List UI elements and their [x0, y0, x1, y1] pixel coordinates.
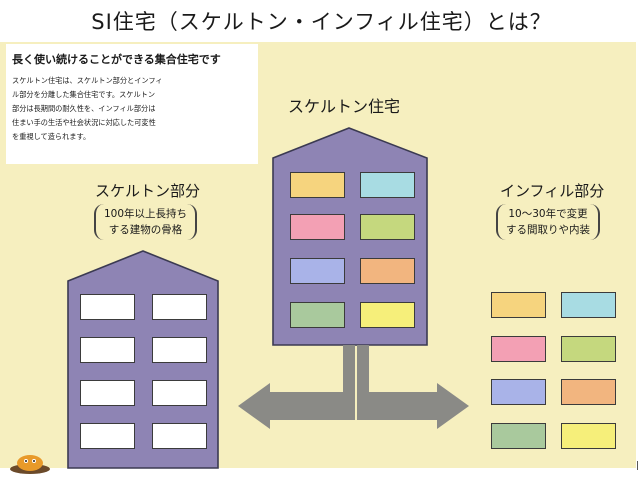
infill-block: [561, 292, 616, 318]
intro-line: ル部分を分離した集合住宅です。スケルトン: [12, 90, 156, 99]
infill-block: [491, 336, 546, 362]
infill-block: [491, 292, 546, 318]
skeleton-window: [152, 423, 207, 449]
intro-line: 住まい手の生活や社会状況に対応した可変性: [12, 118, 156, 127]
infill-block: [491, 379, 546, 405]
infill-block: [561, 336, 616, 362]
infill-block: [561, 423, 616, 449]
infill-window: [360, 214, 415, 240]
infill-note: 10〜30年で変更 する間取りや内装: [496, 204, 600, 240]
infill-window: [290, 302, 345, 328]
intro-heading: 長く使い続けることができる集合住宅です: [12, 53, 221, 66]
split-arrow-icon: [238, 345, 469, 429]
infill-window: [360, 172, 415, 198]
note-line: 10〜30年で変更: [508, 208, 588, 220]
left-building-note: 100年以上長持ち する建物の骨格: [94, 204, 198, 240]
skeleton-window: [152, 337, 207, 363]
slide-title: SI住宅（スケルトン・インフィル住宅）とは？: [91, 10, 552, 34]
left-building-label: スケルトン部分: [95, 182, 201, 200]
corner-mark: |: [636, 461, 640, 471]
mascot-logo-icon: [10, 455, 50, 474]
skeleton-window: [152, 380, 207, 406]
note-line: する建物の骨格: [108, 224, 183, 236]
skeleton-window: [80, 423, 135, 449]
infill-window: [290, 258, 345, 284]
infill-window: [290, 172, 345, 198]
infill-block: [491, 423, 546, 449]
infill-window: [360, 258, 415, 284]
arrow-right-icon: [357, 345, 469, 429]
arrow-left-icon: [238, 345, 355, 429]
intro-line: を重視して造られます。: [12, 132, 91, 141]
infill-window: [290, 214, 345, 240]
intro-box: [6, 44, 258, 164]
skeleton-window: [80, 294, 135, 320]
note-line: する間取りや内装: [506, 224, 590, 236]
intro-body: スケルトン住宅は、スケルトン部分とインフィ ル部分を分離した集合住宅です。スケル…: [12, 74, 252, 144]
note-line: 100年以上長持ち: [104, 208, 188, 220]
infill-block: [561, 379, 616, 405]
center-building-label: スケルトン住宅: [288, 97, 401, 116]
infill-window: [360, 302, 415, 328]
intro-line: スケルトン住宅は、スケルトン部分とインフィ: [12, 76, 163, 85]
skeleton-window: [80, 337, 135, 363]
intro-line: 部分は長期間の耐久性を、インフィル部分は: [12, 104, 156, 113]
infill-label: インフィル部分: [500, 182, 605, 200]
skeleton-window: [152, 294, 207, 320]
skeleton-window: [80, 380, 135, 406]
